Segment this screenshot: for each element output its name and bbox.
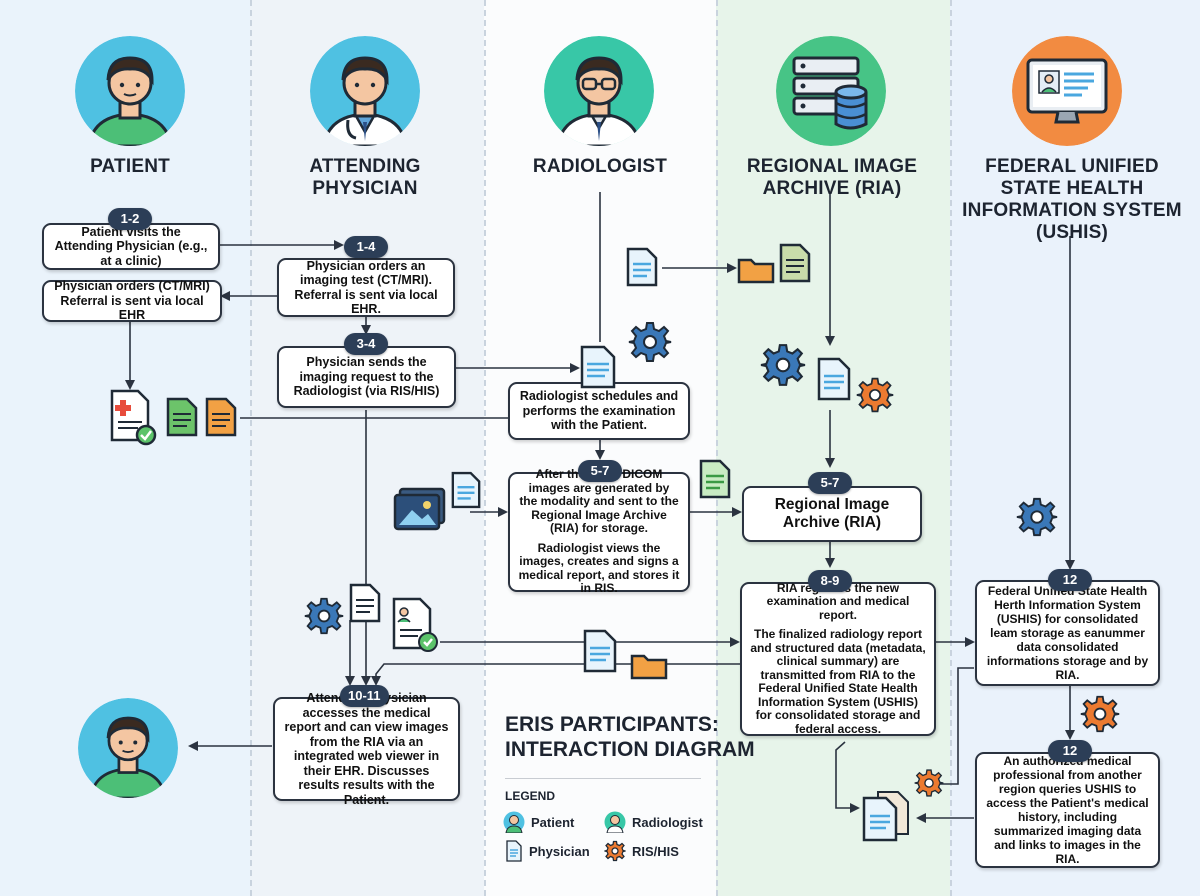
gear-icon: [1080, 695, 1120, 733]
legend-item-ris-his: RIS/HIS: [604, 840, 679, 862]
step-badge: 5-7: [578, 460, 622, 482]
step-physician-access: Attending Physician accesses the medical…: [273, 691, 460, 807]
line-register-loop: [835, 741, 860, 813]
step-badge: 12: [1048, 740, 1092, 762]
step-radiologist-scan: After the scan, DICOM images are generat…: [508, 468, 690, 595]
step-ushis-query: An authorized medical professional from …: [975, 752, 1160, 868]
physician-avatar: [310, 36, 420, 146]
gear-icon: [760, 344, 806, 386]
step-physician-order: Physician orders an imaging test (CT/MRI…: [277, 258, 455, 317]
legend-label: Patient: [531, 814, 575, 830]
green-document-icon: [699, 459, 731, 499]
step-badge: 8-9: [808, 570, 852, 592]
gear-icon: [914, 769, 944, 797]
step-badge: 1-2: [108, 208, 152, 230]
patient-legend-icon: [503, 811, 525, 833]
folder-icon: [630, 654, 668, 680]
document-stack-icon: [862, 791, 909, 842]
server-database-icon: [776, 36, 886, 146]
lane-title-patient: PATIENT: [90, 156, 170, 177]
step-text: Patient visits the Attending Physician (…: [54, 224, 208, 268]
patient-record-icon: [392, 597, 438, 652]
legend-item-physician: Physician: [505, 840, 590, 862]
step-text: Physician orders an imaging test (CT/MRI…: [294, 258, 438, 317]
legend-divider: [505, 778, 701, 779]
step-text: Physician sends the imaging request to t…: [293, 355, 440, 399]
gear-legend-icon: [604, 840, 626, 862]
step-badge: 10-11: [340, 685, 389, 707]
step-patient-visit: Patient visits the Attending Physician (…: [42, 223, 220, 270]
document-icon: [779, 243, 811, 283]
step-text: Radiologist views the images, creates an…: [518, 540, 680, 596]
lane-divider: [484, 0, 486, 896]
legend-label: Radiologist: [632, 814, 703, 830]
step-text: Radiologist schedules and performs the e…: [519, 389, 679, 433]
legend-item-patient: Patient: [503, 811, 574, 833]
step-text: Federal Unified State Health Herth Infor…: [986, 584, 1149, 682]
gear-icon: [1016, 497, 1058, 537]
folder-icon: [737, 258, 775, 284]
step-text: Attending Physician accesses the medical…: [284, 691, 449, 807]
step-text: Regional Image Archive (RIA): [774, 496, 890, 531]
lane-title-radiologist: RADIOLOGIST: [532, 156, 668, 177]
step-badge: 3-4: [344, 333, 388, 355]
step-radiologist-schedule: Radiologist schedules and performs the e…: [508, 382, 690, 440]
document-icon: [349, 583, 381, 623]
step-text: The finalized radiology report and struc…: [750, 627, 926, 736]
lane-title-archive: REGIONAL IMAGE ARCHIVE (RIA): [746, 156, 918, 199]
document-icon: [817, 357, 851, 401]
lane-title-ushis: FEDERAL UNIFIED STATE HEALTH INFORMATION…: [962, 156, 1182, 243]
step-ria-archive: Regional Image Archive (RIA): [742, 486, 922, 542]
step-physician-send: Physician sends the imaging request to t…: [277, 346, 456, 408]
step-badge: 12: [1048, 569, 1092, 591]
patient-avatar: [78, 698, 178, 798]
diagram-title-line2: INTERACTION DIAGRAM: [505, 738, 755, 761]
medical-referral-document-icon: [110, 389, 157, 446]
step-text: An authorized medical professional from …: [986, 754, 1149, 866]
lane-archive-bg: [716, 0, 950, 896]
legend-title: LEGEND: [505, 789, 556, 803]
green-document-icon: [166, 397, 198, 437]
lane-divider: [250, 0, 252, 896]
legend-label: RIS/HIS: [632, 843, 679, 859]
gear-icon: [628, 322, 672, 362]
gear-icon: [304, 597, 344, 635]
lane-title-physician: ATTENDING PHYSICIAN: [309, 156, 421, 199]
gear-icon: [856, 377, 894, 413]
image-gallery-icon: [393, 487, 446, 531]
step-ushis-store: Federal Unified State Health Herth Infor…: [975, 580, 1160, 686]
patient-avatar: [75, 36, 185, 146]
radiologist-legend-icon: [604, 811, 626, 833]
diagram-title-line1: ERIS PARTICIPANTS:: [505, 713, 719, 736]
document-icon: [583, 629, 617, 673]
document-legend-icon: [506, 840, 522, 862]
step-badge: 1-4: [344, 236, 388, 258]
step-badge: 5-7: [808, 472, 852, 494]
radiologist-avatar: [544, 36, 654, 146]
diagram-title: ERIS PARTICIPANTS: INTERACTION DIAGRAM: [505, 712, 755, 762]
lane-divider: [950, 0, 952, 896]
step-text: Physician orders (CT/MRI) Referral is se…: [54, 279, 210, 323]
document-icon: [580, 345, 616, 389]
step-ria-register: RIA registers the new examination and me…: [740, 581, 936, 736]
computer-monitor-icon: [1012, 36, 1122, 146]
step-text: After the scan, DICOM images are generat…: [519, 467, 679, 536]
document-icon: [451, 471, 481, 509]
step-patient-order: Physician orders (CT/MRI) Referral is se…: [42, 279, 222, 323]
orange-document-icon: [205, 397, 237, 437]
document-icon: [626, 247, 658, 287]
lane-divider: [716, 0, 718, 896]
legend-item-radiologist: Radiologist: [604, 811, 703, 833]
legend-label: Physician: [529, 843, 590, 859]
